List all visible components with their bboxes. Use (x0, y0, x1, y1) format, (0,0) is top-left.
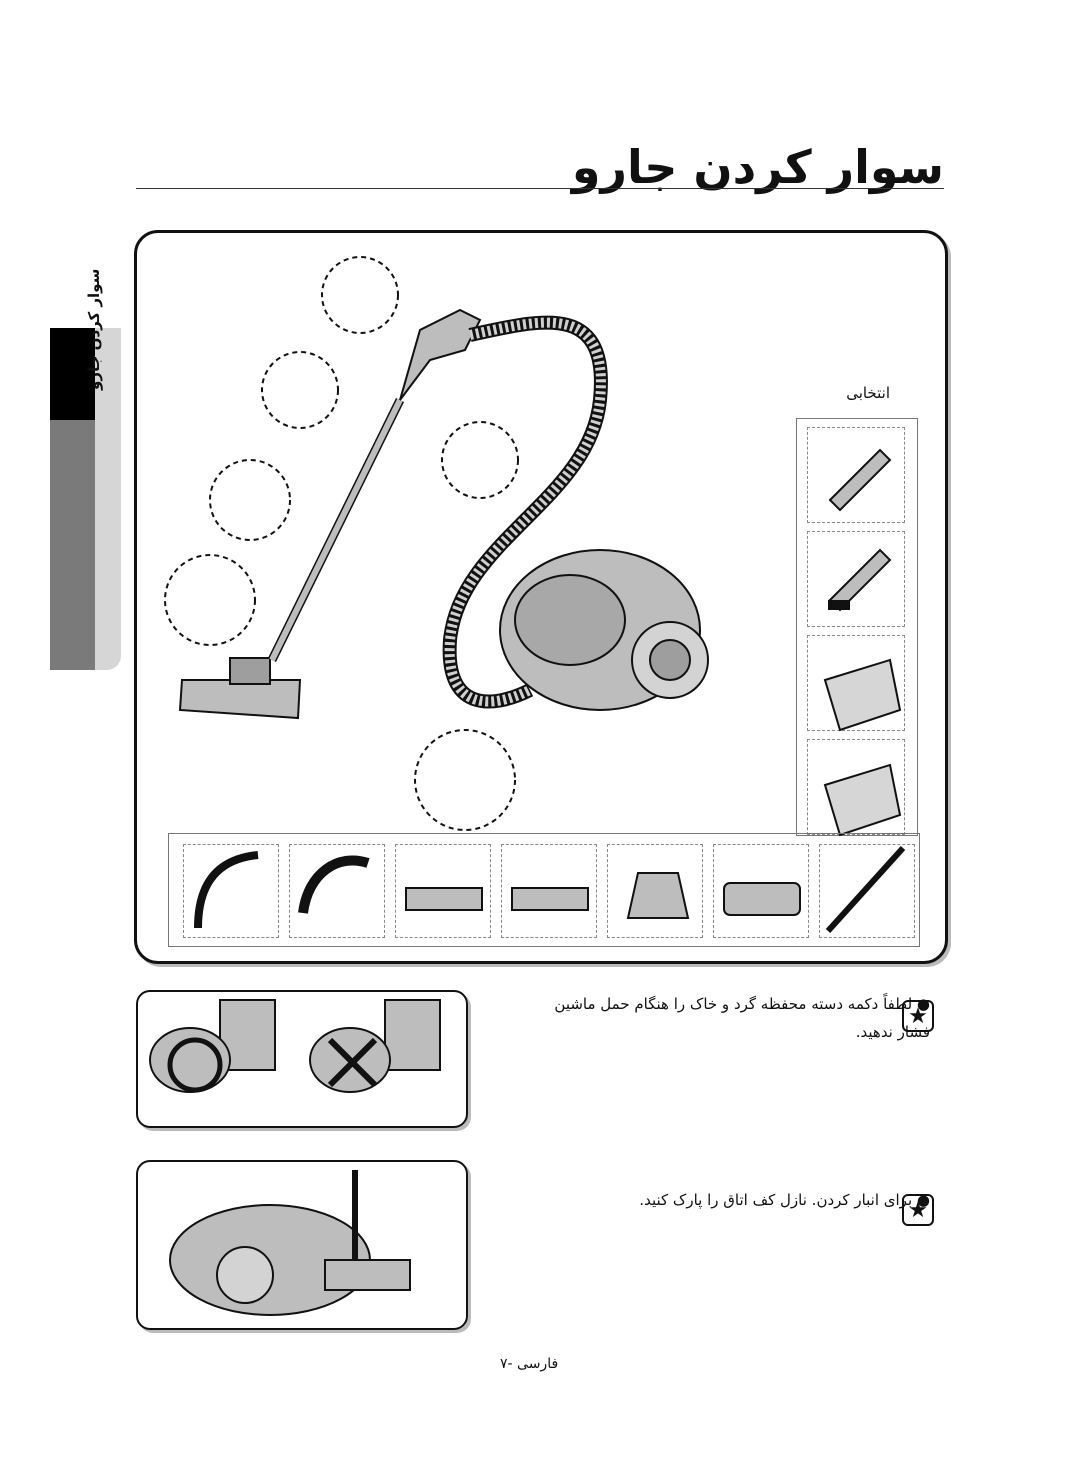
part-floor-brush-1 (395, 844, 491, 938)
optional-accessories-box (796, 418, 918, 836)
included-parts-box (168, 833, 920, 947)
page-number: فارسی -۷ (500, 1356, 559, 1372)
accessory-dust-bag-2 (807, 739, 905, 835)
carry-warning-illustration (149, 999, 441, 1093)
storage-illustration (169, 1170, 411, 1316)
storage-illustration-panel (136, 1160, 468, 1330)
side-tab-label: سوار کردن جارو (85, 268, 103, 390)
carry-warning-illustration-panel (136, 990, 468, 1128)
part-turbo-brush (607, 844, 703, 938)
accessory-icons (823, 448, 902, 837)
vacuum-assembly-illustration (164, 256, 709, 831)
star-icon: ★ (902, 1000, 934, 1032)
part-floor-brush-2 (501, 844, 597, 938)
star-icon: ★ (902, 1194, 934, 1226)
part-handle (289, 844, 385, 938)
accessories-optional-label: انتخابی (846, 384, 890, 402)
part-power-brush (713, 844, 809, 938)
page-title: سوار کردن جارو (571, 140, 944, 194)
part-telescopic-pipe (819, 844, 915, 938)
accessory-crevice-tool (807, 427, 905, 523)
title-divider (136, 188, 944, 189)
accessory-brush-tool (807, 531, 905, 627)
note-storage: ● برای انبار کردن. نازل کف اتاق را پارک … (639, 1191, 930, 1209)
part-hose-end (183, 844, 279, 938)
accessory-dust-bag-1 (807, 635, 905, 731)
note-carry-warning: ● لطفاً دکمه دسته محفظه گرد و خاک را هنگ… (554, 995, 930, 1041)
included-parts-icons (194, 845, 906, 934)
section-side-tab (50, 328, 121, 670)
assembly-diagram-frame (134, 230, 948, 964)
